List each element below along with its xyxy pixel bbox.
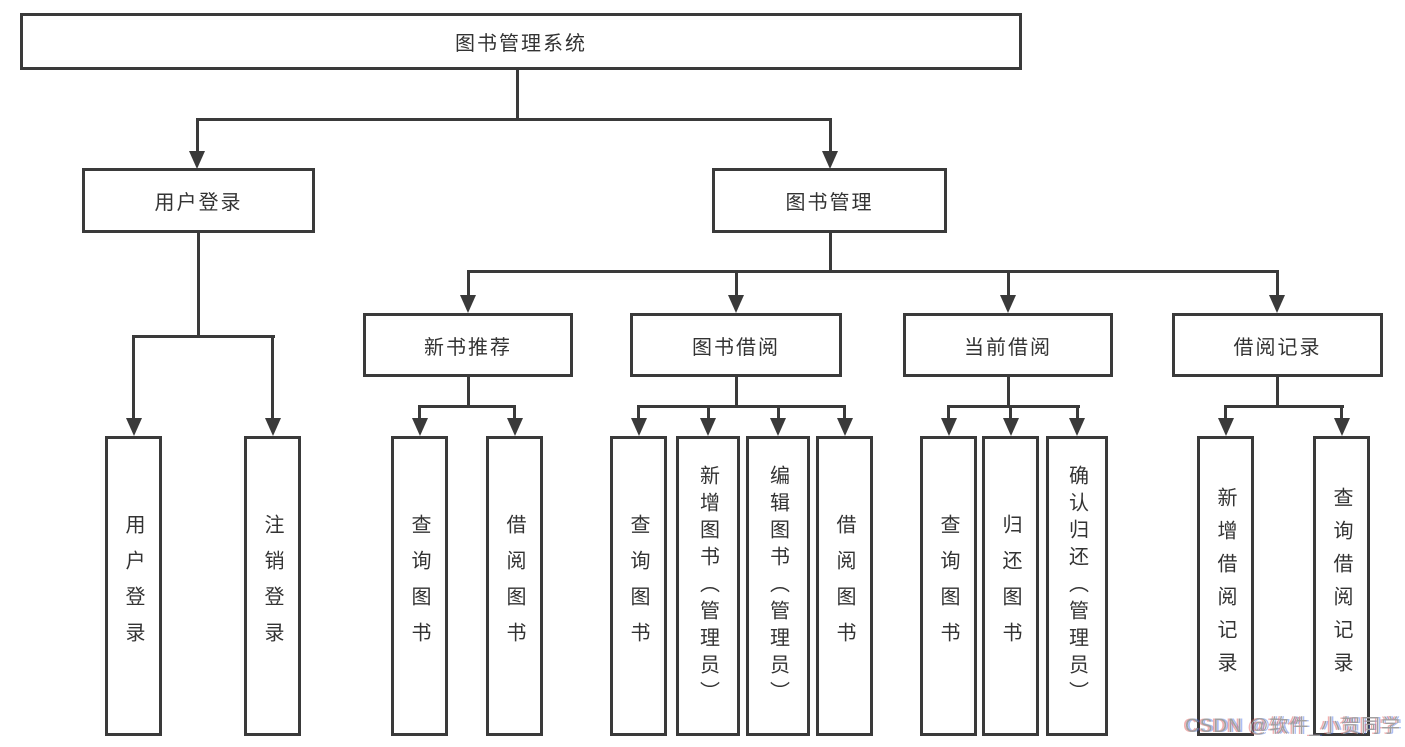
arrow-down-icon <box>264 418 281 436</box>
arrow-down-icon <box>1333 418 1350 436</box>
arrow-down-icon <box>940 418 957 436</box>
connector-line <box>132 335 135 420</box>
node-book-management-label: 图书管理 <box>785 192 874 214</box>
arrow-down-icon <box>460 295 476 313</box>
leaf-query-books-2: 查询图书 <box>610 436 667 736</box>
arrow-down-icon <box>411 418 428 436</box>
node-book-borrowing-label: 图书借阅 <box>692 336 780 359</box>
connector-line <box>1075 405 1079 421</box>
node-user-login-label: 用户登录 <box>154 192 243 214</box>
connector-line <box>466 377 470 408</box>
node-book-borrowing: 图书借阅 <box>630 313 842 377</box>
arrow-down-icon <box>1069 418 1085 436</box>
leaf-add-borrow-record: 新增借阅记录 <box>1197 436 1254 736</box>
arrow-down-icon <box>506 418 523 436</box>
arrow-down-icon <box>836 418 853 436</box>
node-borrowing-records: 借阅记录 <box>1172 313 1383 377</box>
node-root-label: 图书管理系统 <box>455 33 587 55</box>
leaf-borrow-books-2: 借阅图书 <box>816 436 873 736</box>
connector-line <box>1224 405 1227 421</box>
connector-line <box>1275 377 1279 408</box>
connector-line <box>515 70 519 121</box>
node-user-login: 用户登录 <box>82 168 315 233</box>
node-root: 图书管理系统 <box>20 13 1022 70</box>
connector-line <box>1275 270 1279 298</box>
leaf-edit-books-admin: 编辑图书（管理员） <box>746 436 810 736</box>
leaf-add-books-admin: 新增图书（管理员） <box>676 436 740 736</box>
connector-line <box>734 377 738 408</box>
arrow-down-icon <box>1217 418 1234 436</box>
connector-line <box>828 233 832 273</box>
node-current-borrowing-label: 当前借阅 <box>964 336 1052 359</box>
connector-line <box>947 405 1080 408</box>
connector-line <box>466 270 470 298</box>
connector-line <box>1340 405 1343 421</box>
connector-line <box>1006 377 1010 408</box>
node-new-book-recommend: 新书推荐 <box>363 313 573 377</box>
connector-line <box>466 270 1279 273</box>
node-current-borrowing: 当前借阅 <box>903 313 1113 377</box>
leaf-query-borrow-record: 查询借阅记录 <box>1313 436 1370 736</box>
connector-line <box>734 270 738 298</box>
connector-line <box>947 405 950 421</box>
arrow-down-icon <box>1002 418 1019 436</box>
arrow-down-icon <box>700 418 716 436</box>
connector-line <box>828 118 832 154</box>
connector-line <box>195 118 832 121</box>
connector-line <box>197 233 200 338</box>
leaf-query-books-1: 查询图书 <box>391 436 448 736</box>
connector-line <box>132 335 275 338</box>
connector-line <box>271 335 274 420</box>
connector-line <box>418 405 516 408</box>
watermark: CSDN @软件_小贺同学 <box>1185 716 1401 737</box>
connector-line <box>195 118 199 154</box>
connector-line <box>637 405 640 421</box>
connector-line <box>637 405 846 408</box>
arrow-down-icon <box>728 295 744 313</box>
leaf-return-books: 归还图书 <box>982 436 1039 736</box>
node-book-management: 图书管理 <box>712 168 947 233</box>
connector-line <box>1006 270 1010 298</box>
connector-line <box>843 405 846 421</box>
leaf-logout-login: 注销登录 <box>244 436 301 736</box>
connector-line <box>418 405 421 421</box>
connector-line <box>706 405 710 421</box>
leaf-confirm-return-admin: 确认归还（管理员） <box>1046 436 1108 736</box>
connector-line <box>1009 405 1012 421</box>
connector-line <box>776 405 780 421</box>
arrow-down-icon <box>822 151 838 169</box>
node-new-book-recommend-label: 新书推荐 <box>424 336 512 359</box>
arrow-down-icon <box>1000 295 1016 313</box>
leaf-borrow-books-1: 借阅图书 <box>486 436 543 736</box>
arrow-down-icon <box>1269 295 1285 313</box>
arrow-down-icon <box>770 418 786 436</box>
leaf-user-login: 用户登录 <box>105 436 162 736</box>
leaf-query-books-3: 查询图书 <box>920 436 977 736</box>
arrow-down-icon <box>630 418 647 436</box>
arrow-down-icon <box>125 418 142 436</box>
node-borrowing-records-label: 借阅记录 <box>1233 336 1322 359</box>
connector-line <box>1224 405 1344 408</box>
arrow-down-icon <box>189 151 205 169</box>
connector-line <box>513 405 516 421</box>
